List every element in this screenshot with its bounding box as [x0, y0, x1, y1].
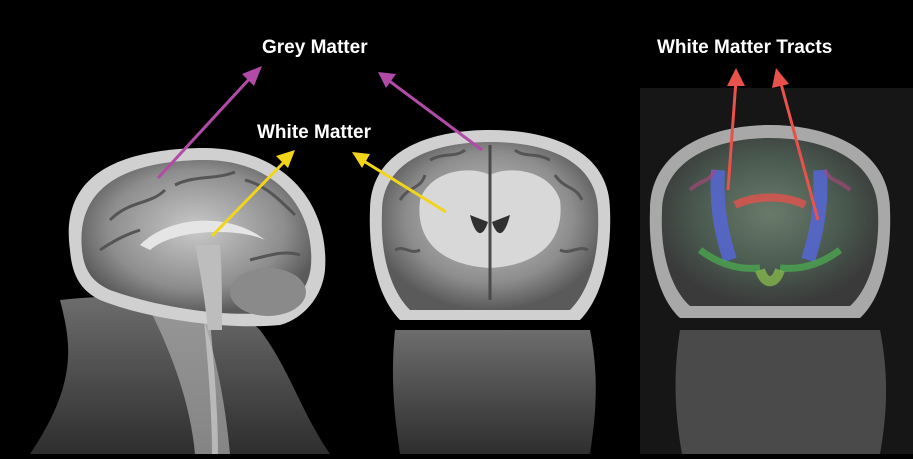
grey-matter-label: Grey Matter: [262, 37, 368, 59]
sagittal-mri-image: [30, 148, 330, 454]
dti-tract-image: [640, 88, 913, 454]
white-matter-tracts-label: White Matter Tracts: [657, 37, 832, 59]
white-matter-label: White Matter: [257, 122, 371, 144]
coronal-mri-image: [370, 130, 610, 454]
